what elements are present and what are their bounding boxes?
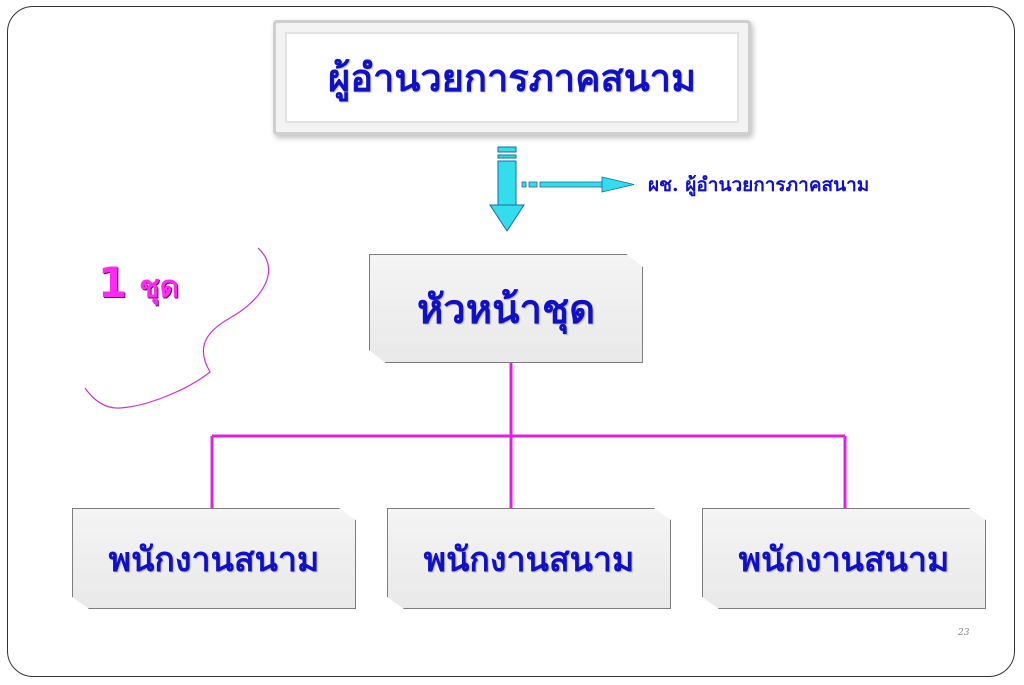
- slide-frame: [7, 6, 1015, 677]
- staff-label: พนักงานสนาม: [423, 539, 635, 580]
- team-count-unit: ชุด: [139, 270, 180, 305]
- director-label: ผู้อำนวยการภาคสนาม: [327, 55, 697, 100]
- leader-label: หัวหน้าชุด: [416, 285, 596, 333]
- down-arrow-icon: [489, 146, 525, 232]
- staff-label: พนักงานสนาม: [738, 539, 950, 580]
- staff-box-1: พนักงานสนาม: [72, 508, 356, 609]
- right-arrow-icon: [521, 176, 635, 193]
- staff-label: พนักงานสนาม: [108, 539, 320, 580]
- staff-box-3: พนักงานสนาม: [702, 508, 986, 609]
- team-count: 1 ชุด: [98, 258, 179, 311]
- page-number: 23: [958, 628, 970, 638]
- deputy-label: ผช. ผู้อำนวยการภาคสนาม: [648, 174, 870, 196]
- tree-connector: [210, 363, 847, 508]
- director-box: ผู้อำนวยการภาคสนาม: [273, 20, 751, 135]
- team-count-number: 1: [98, 258, 128, 307]
- leader-box: หัวหน้าชุด: [369, 254, 643, 363]
- brace-icon: [84, 247, 270, 409]
- staff-box-2: พนักงานสนาม: [387, 508, 671, 609]
